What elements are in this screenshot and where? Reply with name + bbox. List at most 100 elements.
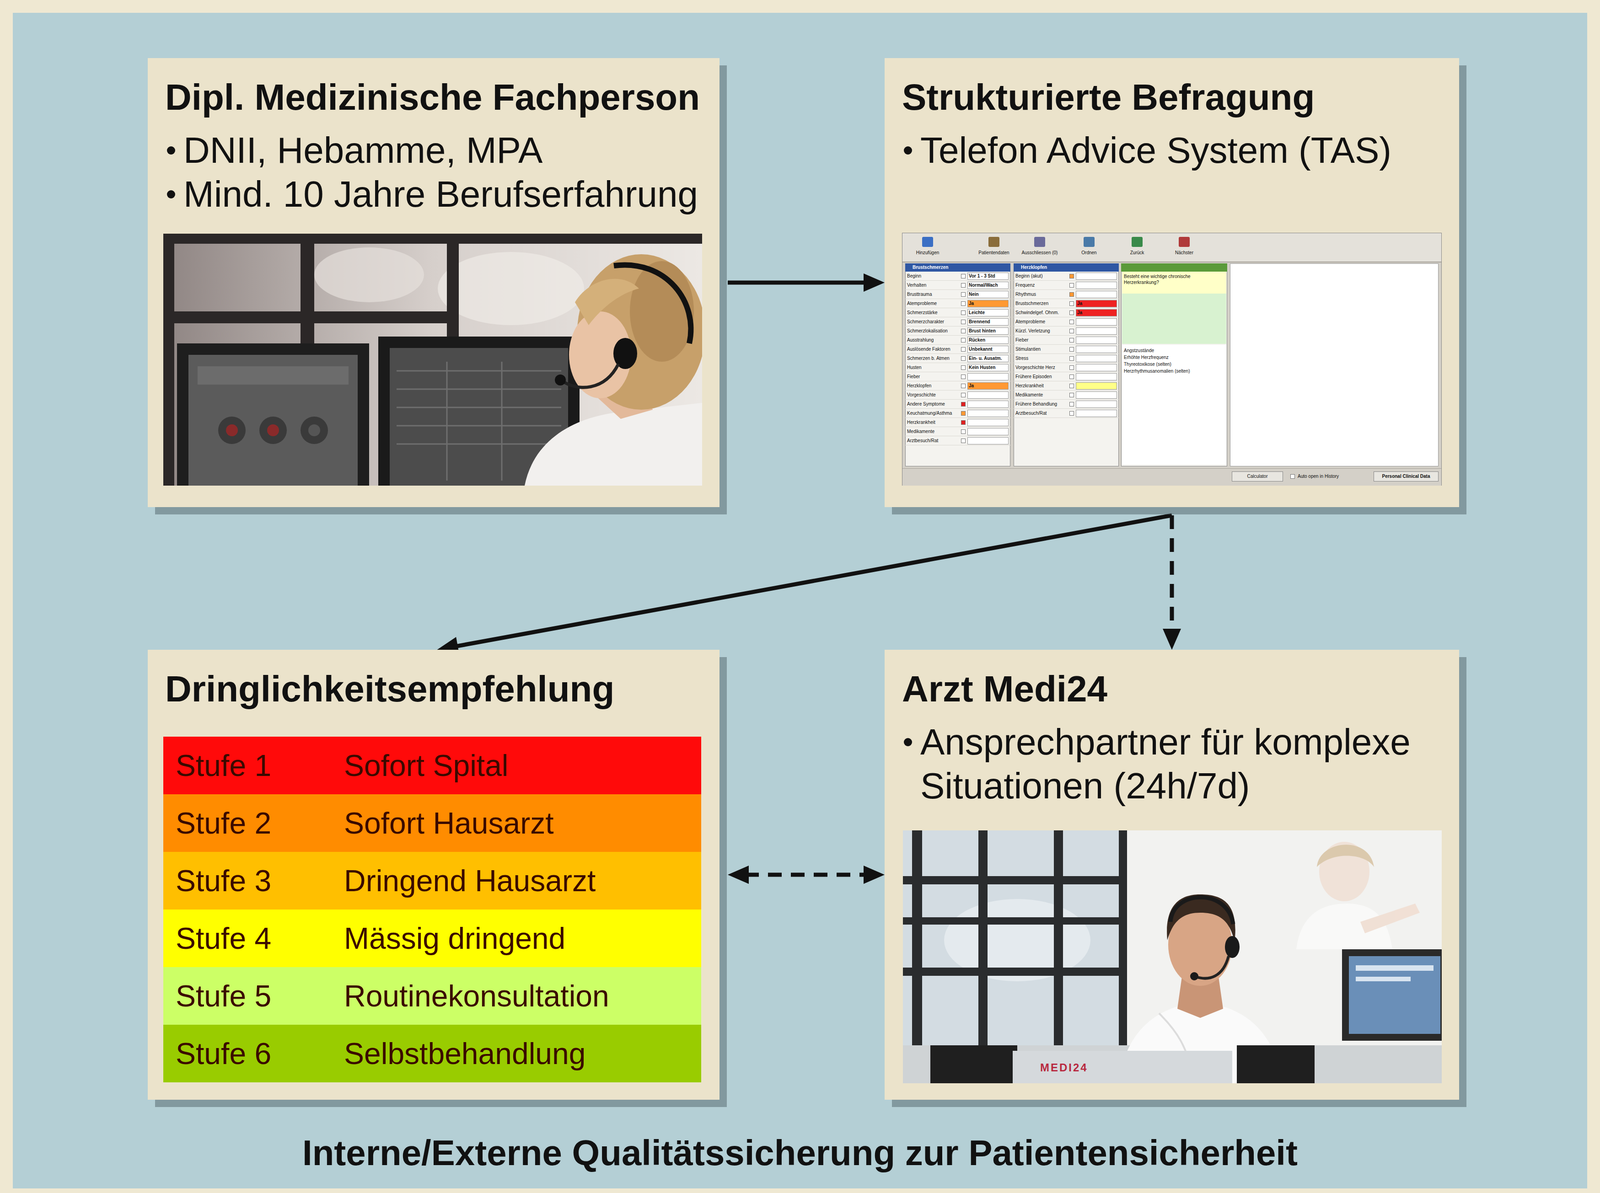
row-line — [1013, 344, 1119, 345]
question-text: Frühere Behandlung — [1015, 399, 1069, 409]
bullet-dot — [903, 146, 913, 155]
row-line — [1013, 326, 1119, 327]
question-text: Beginn — [907, 271, 961, 281]
urgency-level-row: Stufe 5Routinekonsultation — [163, 967, 702, 1026]
answer-cell — [1075, 364, 1117, 372]
question-text: Medikamente — [1015, 390, 1069, 400]
level-number: Stufe 6 — [175, 1025, 272, 1083]
answer-text: Kein Husten — [968, 364, 1009, 372]
answer-cell — [1075, 290, 1117, 299]
question-text: Kürzl. Verletzung — [1015, 326, 1069, 336]
doctor-box: Arzt Medi24Ansprechpartner für komplexe … — [884, 649, 1460, 1101]
question-text: Schmerzstärke — [907, 308, 961, 318]
level-text: Dringend Hausarzt — [343, 852, 596, 910]
row-line — [905, 280, 1011, 281]
answer-cell — [967, 391, 1009, 399]
answer-text: Leichte — [968, 309, 1009, 317]
arrow-head — [727, 865, 749, 885]
connector-arrow — [727, 273, 885, 292]
check-box — [961, 273, 966, 279]
check-box — [961, 328, 966, 334]
connector-line — [745, 873, 868, 878]
bullet-item: DNII, Hebamme, MPA — [165, 128, 711, 173]
row-line — [905, 435, 1011, 437]
row-line — [905, 445, 1011, 446]
urgency-level-row: Stufe 1 Sofort Spital — [163, 736, 702, 795]
row-line — [1013, 371, 1119, 373]
answer-text: Brennend — [968, 318, 1009, 326]
answer-cell — [1075, 336, 1117, 344]
toolbar-icon — [1178, 236, 1190, 247]
question-text: Schmerzen b. Atmen — [907, 354, 961, 364]
urgency-level-row: Stufe 2 Sofort Hausarzt — [163, 794, 702, 853]
level-text: Sofort Spital — [343, 736, 509, 795]
check-box — [961, 374, 966, 380]
level-text: Mässig dringend — [343, 909, 566, 968]
checkbox-label: Auto open in History — [1297, 471, 1367, 482]
check-box — [961, 429, 966, 435]
level-number: Stufe 1 — [175, 736, 272, 795]
bullet-dot — [903, 738, 913, 747]
question-text: Herzklopfen — [907, 381, 961, 391]
caption: Interne/Externe Qualitätssicherung zur P… — [0, 1132, 1600, 1174]
check-box — [961, 338, 966, 343]
check-box — [961, 347, 966, 352]
connector-line — [1170, 515, 1175, 633]
level-number: Stufe 2 — [175, 794, 272, 853]
status-bar — [902, 468, 1442, 486]
connector-line — [727, 280, 868, 285]
check-box — [961, 392, 966, 398]
note-area — [1122, 293, 1227, 344]
answer-text: Ja — [968, 382, 1009, 390]
check-box — [1069, 392, 1074, 398]
question-text: Vorgeschichte — [907, 390, 961, 400]
row-line — [905, 362, 1011, 364]
question-text: Arztbesuch/Rat — [1015, 408, 1069, 419]
row-line — [1013, 316, 1119, 318]
check-box — [961, 420, 966, 425]
row-line — [905, 399, 1011, 400]
answer-cell — [967, 400, 1009, 409]
advice-item: Herzrhythmusanomalien (selten) — [1123, 368, 1225, 375]
box-heading: Arzt Medi24 — [902, 667, 1450, 712]
question-text: Auslösende Faktoren — [907, 344, 961, 355]
connector-line — [454, 515, 1172, 647]
answer-cell — [1075, 318, 1117, 326]
row-line — [905, 335, 1011, 336]
check-box — [1069, 328, 1074, 334]
question-text: Schwindelgef. Ohnm. — [1015, 308, 1069, 318]
question-text: Andere Symptome — [907, 399, 961, 409]
row-line — [905, 417, 1011, 419]
check-box — [961, 310, 966, 316]
toolbar-icon — [922, 236, 934, 247]
row-line — [905, 316, 1011, 318]
row-line — [905, 371, 1011, 373]
check-box — [961, 283, 966, 288]
row-line — [1013, 399, 1119, 400]
question-text: Atemprobleme — [907, 299, 961, 309]
question-text: Herzkrankheit — [907, 418, 961, 428]
answer-text: Nein — [968, 290, 1009, 299]
question-text: Schmerzlokalisation — [907, 326, 961, 336]
answer-text: Unbekannt — [968, 345, 1009, 354]
level-text: Sofort Hausarzt — [343, 794, 554, 853]
toolbar-icon — [1034, 236, 1046, 247]
check-box — [961, 365, 966, 371]
urgency-level-row: Stufe 3Dringend Hausarzt — [163, 852, 702, 910]
check-box — [1069, 402, 1074, 407]
row-line — [905, 408, 1011, 409]
check-box — [1069, 338, 1074, 343]
question-text: Brustschmerzen — [1015, 299, 1069, 309]
row-line — [1013, 335, 1119, 336]
bullet-item: Telefon Advice System (TAS) — [902, 128, 1450, 173]
panel-header — [1121, 263, 1228, 272]
toolbar-label: Ordnen — [1063, 249, 1115, 257]
check-box — [961, 301, 966, 307]
button-label: Personal Clinical Data — [1373, 471, 1439, 482]
row-line — [1013, 408, 1119, 409]
box-heading: Strukturierte Befragung — [902, 75, 1450, 120]
check-box — [961, 292, 966, 297]
arrow-head — [863, 273, 885, 292]
arrow-head — [863, 865, 885, 885]
result-box: DringlichkeitsempfehlungStufe 1Sofort Sp… — [147, 649, 720, 1101]
